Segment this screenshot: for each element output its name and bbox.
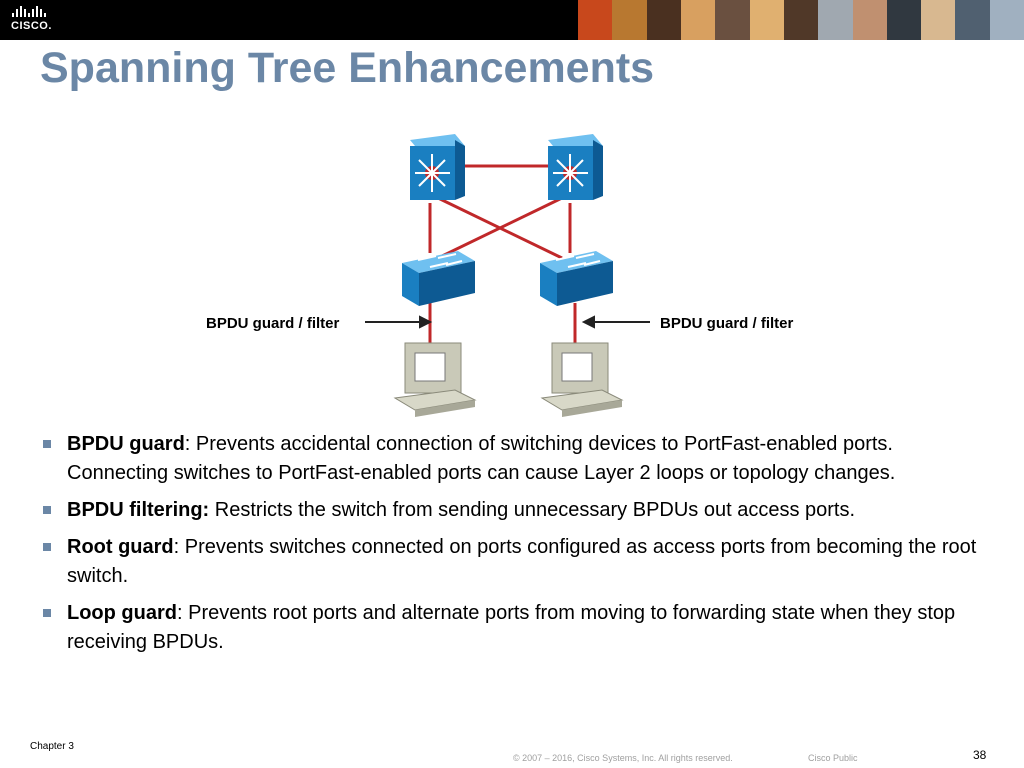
slide-title: Spanning Tree Enhancements	[40, 44, 655, 92]
bullet-separator: :	[173, 536, 185, 558]
bullet-term: Root guard	[67, 536, 174, 558]
bullet-text: Restricts the switch from sending unnece…	[214, 499, 856, 521]
photo-tile	[818, 0, 853, 40]
cisco-logo-icon	[12, 6, 46, 17]
bullet-text: Prevents root ports and alternate ports …	[67, 602, 956, 653]
bullet-separator: :	[184, 433, 196, 455]
pc-right-icon	[540, 342, 624, 417]
label-bpdu-right: BPDU guard / filter	[660, 315, 794, 332]
footer-chapter: Chapter 3	[30, 741, 74, 752]
bullet-square-icon	[43, 506, 51, 514]
bullet-term: Loop guard	[67, 602, 177, 624]
photo-tile	[783, 0, 819, 40]
photo-tile	[955, 0, 990, 40]
bullet-square-icon	[43, 440, 51, 448]
bullet-item: BPDU filtering: Restricts the switch fro…	[40, 496, 985, 525]
photo-tile	[886, 0, 922, 40]
bullet-list: BPDU guard: Prevents accidental connecti…	[40, 430, 985, 665]
arrow-left-head-icon	[419, 315, 433, 329]
photo-strip	[578, 0, 1024, 40]
bullet-item: BPDU guard: Prevents accidental connecti…	[40, 430, 985, 488]
bullet-term: BPDU filtering:	[67, 499, 210, 521]
bullet-separator: :	[176, 602, 189, 624]
footer-classification: Cisco Public	[808, 753, 858, 763]
core-switch-left-icon	[410, 134, 465, 200]
bullet-term: BPDU guard	[67, 433, 185, 455]
bullet-item: Loop guard: Prevents root ports and alte…	[40, 599, 985, 657]
photo-tile	[680, 0, 716, 40]
logo-text: CISCO.	[11, 20, 52, 32]
bullet-text: Prevents accidental connection of switch…	[67, 433, 896, 484]
bullet-square-icon	[43, 543, 51, 551]
spanning-tree-diagram: BPDU guard / filter BPDU guard / filter	[206, 134, 794, 417]
access-switch-right-icon	[540, 251, 613, 306]
bullet-square-icon	[43, 609, 51, 617]
bullet-text: Prevents switches connected on ports con…	[67, 536, 977, 587]
page-number: 38	[973, 748, 987, 762]
photo-tile	[989, 0, 1024, 40]
access-switch-left-icon	[402, 251, 475, 306]
footer-copyright: © 2007 – 2016, Cisco Systems, Inc. All r…	[513, 753, 733, 763]
photo-tile	[715, 0, 750, 40]
photo-tile	[749, 0, 784, 40]
photo-tile	[646, 0, 681, 40]
bullet-item: Root guard: Prevents switches connected …	[40, 533, 985, 591]
photo-tile	[852, 0, 887, 40]
photo-tile	[578, 0, 613, 40]
arrow-right-head-icon	[581, 315, 595, 329]
header-bar: CISCO.	[0, 0, 1024, 40]
pc-left-icon	[393, 342, 477, 417]
label-bpdu-left: BPDU guard / filter	[206, 315, 340, 332]
photo-tile	[612, 0, 647, 40]
photo-tile	[921, 0, 956, 40]
core-switch-right-icon	[548, 134, 603, 200]
